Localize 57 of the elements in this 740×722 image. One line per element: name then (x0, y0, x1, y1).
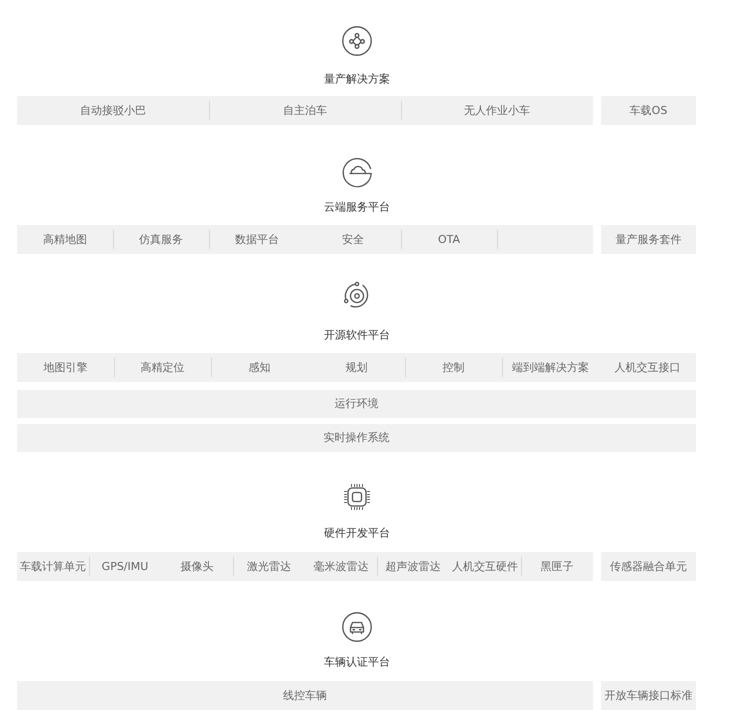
component-label: 控制 (442, 360, 464, 374)
component-label: 线控车辆 (283, 688, 327, 702)
component-label: 端到端解决方案 (512, 360, 589, 374)
component-label: 量产服务套件 (616, 232, 682, 246)
component-label: OTA (438, 232, 460, 246)
component-block (521, 552, 593, 581)
component-label: 运行环境 (334, 397, 378, 411)
component-label: 毫米波雷达 (314, 560, 368, 574)
component-label: 车载OS (630, 104, 668, 118)
section-title: 开源软件平台 (324, 328, 390, 342)
component-label: 人机交互硬件 (452, 560, 518, 574)
component-block (89, 552, 161, 581)
component-block (502, 353, 599, 382)
component-block (17, 96, 209, 125)
component-label: 传感器融合单元 (610, 560, 687, 574)
component-label: 高精定位 (140, 360, 184, 374)
component-label: 数据平台 (235, 232, 279, 246)
component-label: 仿真服务 (139, 232, 183, 246)
component-label: 感知 (248, 360, 270, 374)
component-block (209, 225, 305, 254)
component-block (305, 552, 377, 581)
component-label: 实时操作系统 (324, 431, 390, 445)
component-block (401, 96, 593, 125)
component-block (211, 353, 308, 382)
component-label: 自主泊车 (283, 104, 327, 118)
component-label: 规划 (346, 360, 368, 374)
section-title: 云端服务平台 (324, 200, 390, 214)
section-title: 车辆认证平台 (324, 655, 390, 669)
component-label: 摄像头 (180, 560, 214, 574)
component-block (405, 353, 502, 382)
component-block (161, 552, 233, 581)
component-label: 无人作业小车 (464, 104, 530, 118)
component-label: GPS/IMU (102, 560, 148, 574)
component-label: 地图引擎 (44, 360, 88, 374)
component-block (113, 225, 209, 254)
component-label: 超声波雷达 (386, 560, 440, 574)
component-label: 车载计算单元 (20, 560, 86, 574)
component-label: 人机交互接口 (614, 360, 680, 374)
component-label: 激光雷达 (247, 560, 291, 574)
component-block (401, 225, 497, 254)
component-block (209, 96, 401, 125)
component-label: 黑匣子 (540, 560, 574, 574)
component-block (17, 552, 89, 581)
component-label: 高精地图 (43, 232, 87, 246)
component-block (308, 353, 405, 382)
component-block (233, 552, 305, 581)
component-label: 开放车辆接口标准 (604, 688, 692, 702)
component-block (449, 552, 521, 581)
component-block (114, 353, 211, 382)
component-block (17, 225, 113, 254)
component-label: 自动接驳小巴 (80, 104, 146, 118)
section-title: 硬件开发平台 (324, 526, 390, 540)
section-title: 量产解决方案 (324, 72, 390, 86)
component-block (377, 552, 449, 581)
component-label: 安全 (342, 232, 364, 246)
component-block (305, 225, 401, 254)
component-block (17, 353, 114, 382)
